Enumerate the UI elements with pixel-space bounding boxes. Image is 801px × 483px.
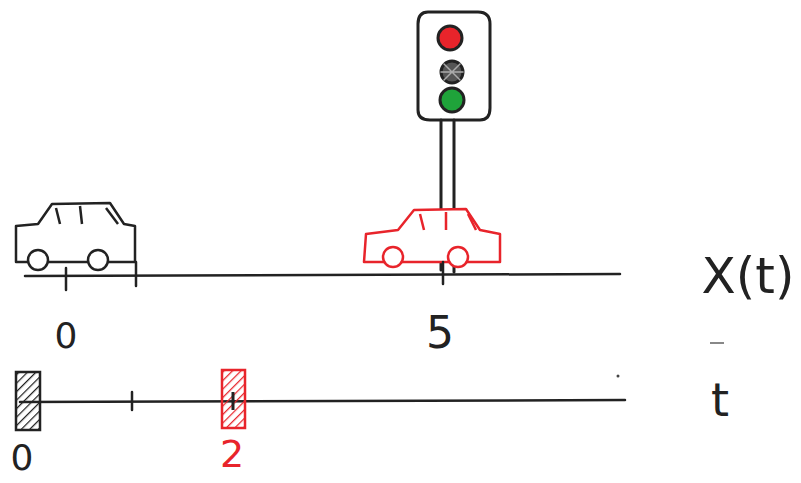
axis-name: X(t): [702, 251, 795, 301]
time-axis: [20, 392, 625, 410]
position-axis: [25, 262, 620, 290]
dash-mark: [710, 342, 724, 344]
time-marker-light: [222, 370, 245, 428]
time-marker-start: [16, 372, 40, 430]
dot-mark: [617, 375, 620, 378]
axis-name: t: [711, 377, 729, 423]
tick-value: 0: [11, 440, 34, 476]
tick-value: 5: [426, 311, 454, 355]
car-start: [16, 203, 135, 270]
tick-value: 2: [220, 435, 244, 473]
time-tick: [232, 392, 235, 410]
tick-value: 0: [55, 318, 78, 354]
car-at-light: [364, 209, 500, 267]
